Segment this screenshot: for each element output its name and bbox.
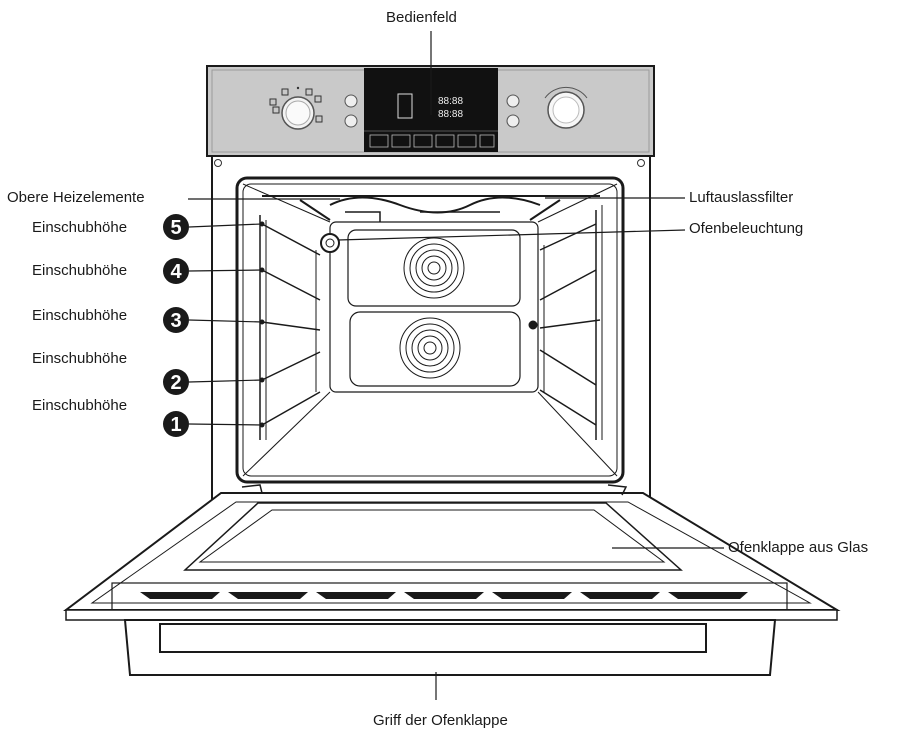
shelf-level-badge-2: 2 — [163, 369, 189, 395]
display-digits-bottom: 88:88 — [438, 109, 463, 120]
oven-body — [212, 156, 650, 500]
label-shelf-level-2: Einschubhöhe — [32, 350, 127, 368]
shelf-level-badge-5: 5 — [163, 214, 189, 240]
label-air-filter: Luftauslassfilter — [689, 189, 793, 207]
label-door-handle: Griff der Ofenklappe — [373, 712, 508, 730]
label-control-panel: Bedienfeld — [386, 9, 457, 27]
label-shelf-level-3: Einschubhöhe — [32, 307, 127, 325]
shelf-level-badge-3: 3 — [163, 307, 189, 333]
label-upper-heating: Obere Heizelemente — [7, 189, 145, 207]
label-shelf-level-5: Einschubhöhe — [32, 219, 127, 237]
label-shelf-level-4: Einschubhöhe — [32, 262, 127, 280]
display-digits-top: 88:88 — [438, 96, 463, 107]
shelf-level-badge-4: 4 — [163, 258, 189, 284]
shelf-level-badge-1: 1 — [163, 411, 189, 437]
svg-text:2: 2 — [170, 372, 181, 394]
door-handle — [125, 620, 775, 675]
svg-text:1: 1 — [170, 414, 181, 436]
label-shelf-level-1: Einschubhöhe — [32, 397, 127, 415]
svg-text:5: 5 — [170, 217, 181, 239]
label-oven-light: Ofenbeleuchtung — [689, 220, 803, 238]
svg-text:4: 4 — [170, 261, 182, 283]
label-door-glass: Ofenklappe aus Glas — [728, 539, 868, 557]
oven-door — [66, 485, 837, 675]
oven-light-bulb — [321, 234, 339, 252]
svg-text:3: 3 — [170, 310, 181, 332]
